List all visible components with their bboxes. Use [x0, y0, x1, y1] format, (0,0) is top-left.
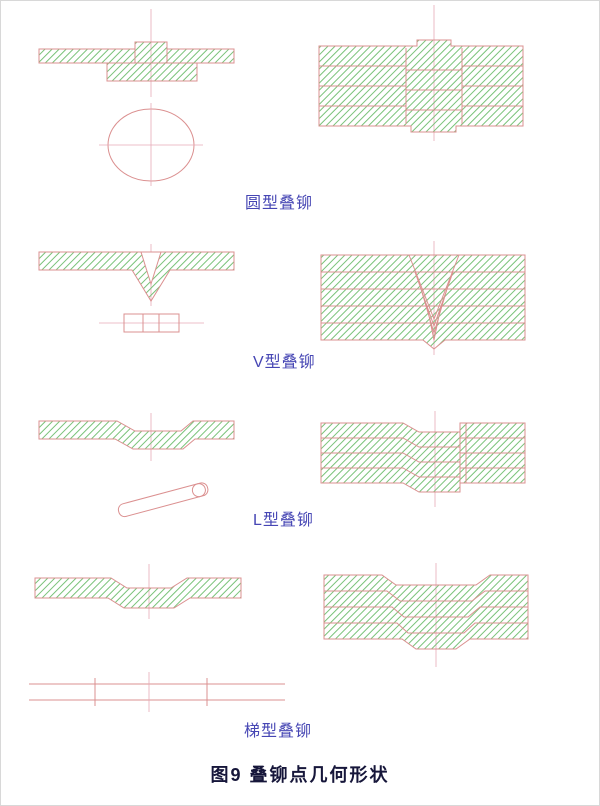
v-notch	[140, 251, 162, 286]
trapezoid-clinch-section-figure	[323, 563, 529, 667]
nested-v-profiles	[408, 254, 460, 341]
caption-l-clinch: L型叠铆	[253, 512, 314, 529]
caption-v-clinch: V型叠铆	[253, 354, 316, 371]
sheet-cross-section	[34, 577, 242, 609]
caption-trapezoid-clinch: 梯型叠铆	[244, 723, 313, 740]
joint-walls	[405, 48, 463, 124]
trapezoid-clinch-punch-figure	[29, 564, 285, 712]
die-section	[123, 313, 180, 333]
joint-step-lines	[107, 49, 197, 64]
round-clinch-punch-figure	[38, 9, 235, 186]
laminate-stack	[318, 39, 524, 133]
shear-cut-lines	[459, 423, 467, 492]
v-clinch-punch-figure	[38, 244, 235, 333]
laminate-stack	[320, 422, 526, 493]
punch-tip-circle	[191, 483, 206, 498]
figure-title: 图9 叠铆点几何形状	[210, 765, 390, 785]
sheet-cross-section	[38, 41, 235, 82]
caption-round-clinch: 圆型叠铆	[245, 195, 314, 212]
l-clinch-punch-figure	[38, 413, 235, 518]
layer-boundaries	[321, 437, 525, 478]
layer-boundaries	[319, 65, 523, 111]
round-clinch-section-figure	[318, 5, 524, 141]
laminate-stack	[320, 254, 526, 350]
sheet-cross-section	[38, 420, 235, 450]
sheet-cross-section	[38, 251, 235, 302]
lance-punch	[117, 482, 209, 518]
laminate-stack	[323, 574, 529, 650]
layer-boundaries	[324, 590, 528, 634]
l-clinch-section-figure	[320, 411, 526, 507]
die-section-dividers	[142, 314, 160, 332]
die-section	[29, 678, 285, 706]
v-clinch-section-figure	[320, 241, 526, 355]
layer-boundaries	[321, 271, 525, 324]
